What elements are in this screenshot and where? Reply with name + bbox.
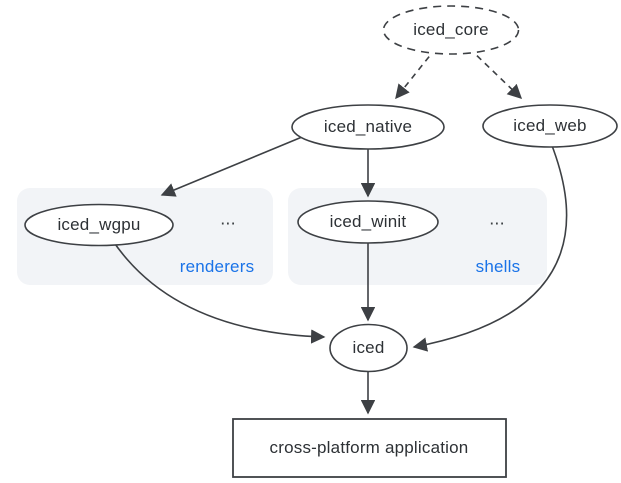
edge-core-to-web [468, 47, 523, 99]
node-app-shape [232, 418, 507, 478]
group-renderers-label: renderers [179, 257, 255, 276]
edge-native-to-wgpu [160, 136, 303, 197]
node-iced-wgpu-label: iced_wgpu [57, 215, 141, 234]
node-iced-shape [329, 323, 408, 373]
edge-web-to-iced [412, 142, 568, 352]
node-app-label: cross-platform application [269, 438, 469, 457]
group-renderers-ellipsis: ... [220, 208, 236, 229]
edge-wgpu-to-iced [112, 240, 326, 344]
node-iced-web-label: iced_web [513, 116, 587, 135]
node-iced-native-shape [291, 104, 445, 150]
node-iced-wgpu-shape [24, 203, 174, 247]
edge-core-to-native [395, 47, 437, 100]
node-iced-core-shape [382, 5, 520, 55]
group-shells-label: shells [475, 257, 521, 276]
node-iced-winit-label: iced_winit [329, 212, 407, 231]
group-shells-ellipsis: ... [489, 208, 505, 229]
node-iced-label: iced [352, 338, 385, 357]
node-iced-web-shape [482, 104, 618, 148]
node-iced-native-label: iced_native [323, 117, 413, 136]
node-iced-winit-shape [297, 200, 439, 244]
node-iced-core-label: iced_core [413, 20, 489, 39]
